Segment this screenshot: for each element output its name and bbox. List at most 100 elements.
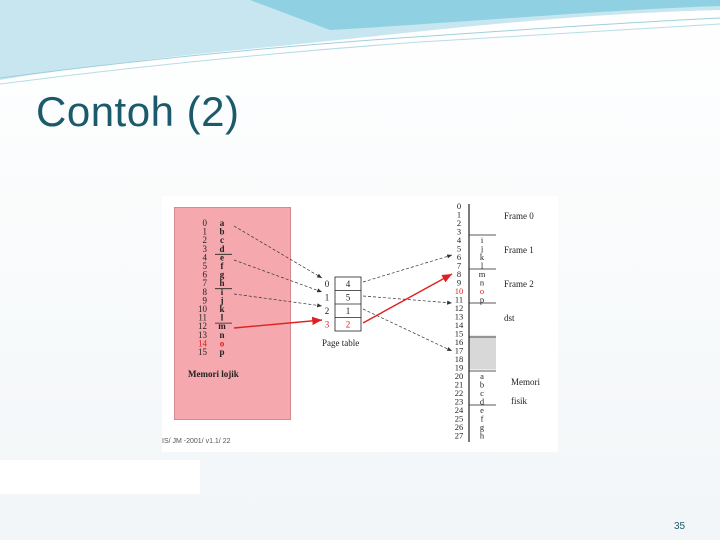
white-strip <box>0 460 200 494</box>
physical-address: 1 <box>457 210 461 220</box>
physical-address: 23 <box>455 397 464 407</box>
physical-address: 18 <box>455 354 464 364</box>
slide-title: Contoh (2) <box>36 88 240 135</box>
physical-address: 26 <box>455 422 464 432</box>
frame-2-shading <box>469 335 496 370</box>
frame-label: Frame 1 <box>504 245 534 255</box>
logical-content: j <box>220 295 224 305</box>
physical-address: 25 <box>455 414 464 424</box>
arrow-page-2 <box>233 293 323 308</box>
logical-content: l <box>221 313 224 323</box>
logical-memory-label: Memori lojik <box>188 369 239 379</box>
page-table-index: 0 <box>325 279 330 289</box>
physical-address: 11 <box>455 295 463 305</box>
physical-address: 8 <box>457 269 461 279</box>
physical-address: 6 <box>457 252 461 262</box>
logical-memory-box <box>174 207 291 420</box>
page-table: 0 4 1 5 2 1 3 2 <box>325 276 362 332</box>
arrow-frame-2 <box>362 273 453 324</box>
logical-content: n <box>219 330 224 340</box>
logical-content: c <box>220 235 224 245</box>
physical-address: 16 <box>455 337 464 347</box>
logical-index: 4 <box>203 252 208 262</box>
physical-address: 15 <box>455 329 464 339</box>
physical-address: 21 <box>455 380 464 390</box>
physical-address: 19 <box>455 363 464 373</box>
frame-2-content: p <box>480 295 484 305</box>
frame-1-content: i <box>481 235 484 245</box>
logical-content: i <box>221 287 224 297</box>
page-table-frame: 4 <box>346 279 351 289</box>
logical-content: h <box>219 278 224 288</box>
logical-content: b <box>219 227 224 237</box>
frame-2-content: n <box>480 278 485 288</box>
frame-1-content: j <box>480 244 483 254</box>
frame-5-content: a <box>480 371 484 381</box>
frame-5-content: f <box>481 414 484 424</box>
figure-caption: IS/ JM -2001/ v1.1/ 22 <box>162 438 231 445</box>
logical-index: 2 <box>203 235 208 245</box>
page-table-index: 3 <box>325 320 330 330</box>
page-table-frame: 1 <box>346 306 351 316</box>
frame-label: dst <box>504 313 515 323</box>
frame-5-content: d <box>480 397 485 407</box>
page-number: 35 <box>674 521 686 532</box>
frame-1-content: k <box>480 252 485 262</box>
page-table-frame: 5 <box>346 293 351 303</box>
page-table-label: Page table <box>322 338 359 348</box>
logical-index: 13 <box>198 330 208 340</box>
frame-5-content: c <box>480 388 484 398</box>
logical-index: 11 <box>198 313 207 323</box>
logical-content: f <box>221 261 225 271</box>
logical-content: e <box>220 252 224 262</box>
frame-2-content: o <box>480 286 484 296</box>
physical-address: 5 <box>457 244 461 254</box>
arrow-frame-5 <box>362 295 453 305</box>
logical-content: m <box>218 321 226 331</box>
page-table-index: 2 <box>325 306 330 316</box>
physical-address: 9 <box>457 278 461 288</box>
logical-index: 3 <box>203 244 208 254</box>
physical-address: 17 <box>455 346 464 356</box>
frame-5-content: b <box>480 380 484 390</box>
page-table-index: 1 <box>325 293 330 303</box>
arrow-frame-4 <box>362 254 453 283</box>
frame-5-content: h <box>480 431 485 441</box>
physical-address: 24 <box>455 405 464 415</box>
frame-2-content: m <box>479 269 486 279</box>
logical-index: 1 <box>203 227 208 237</box>
logical-index: 8 <box>203 287 208 297</box>
logical-index: 10 <box>198 304 208 314</box>
physical-address: 27 <box>455 431 464 441</box>
physical-address: 14 <box>455 320 464 330</box>
logical-content: a <box>220 218 225 228</box>
page-table-frame: 2 <box>346 320 351 330</box>
physical-memory-label-1: Memori <box>511 377 540 387</box>
header-wave-decoration <box>0 0 720 85</box>
physical-address: 7 <box>457 261 461 271</box>
arrow-page-3 <box>233 316 323 329</box>
physical-address: 0 <box>457 201 461 211</box>
logical-index: 9 <box>203 295 208 305</box>
logical-index: 12 <box>198 321 207 331</box>
logical-content: o <box>220 338 225 348</box>
physical-address: 22 <box>455 388 464 398</box>
frame-label: Frame 0 <box>504 211 534 221</box>
logical-content: k <box>219 304 224 314</box>
logical-index: 0 <box>203 218 208 228</box>
arrow-frame-1 <box>362 308 453 352</box>
physical-memory: 0123456789101112131415161718192021222324… <box>455 201 534 442</box>
logical-index: 7 <box>203 278 208 288</box>
logical-index: 5 <box>203 261 208 271</box>
physical-address: 2 <box>457 218 461 228</box>
frame-label: Frame 2 <box>504 279 534 289</box>
physical-address: 4 <box>457 235 462 245</box>
logical-index: 14 <box>198 338 208 348</box>
arrow-page-0 <box>233 225 323 279</box>
logical-index: 6 <box>203 270 208 280</box>
physical-address: 3 <box>457 227 461 237</box>
frame-5-content: e <box>480 405 484 415</box>
